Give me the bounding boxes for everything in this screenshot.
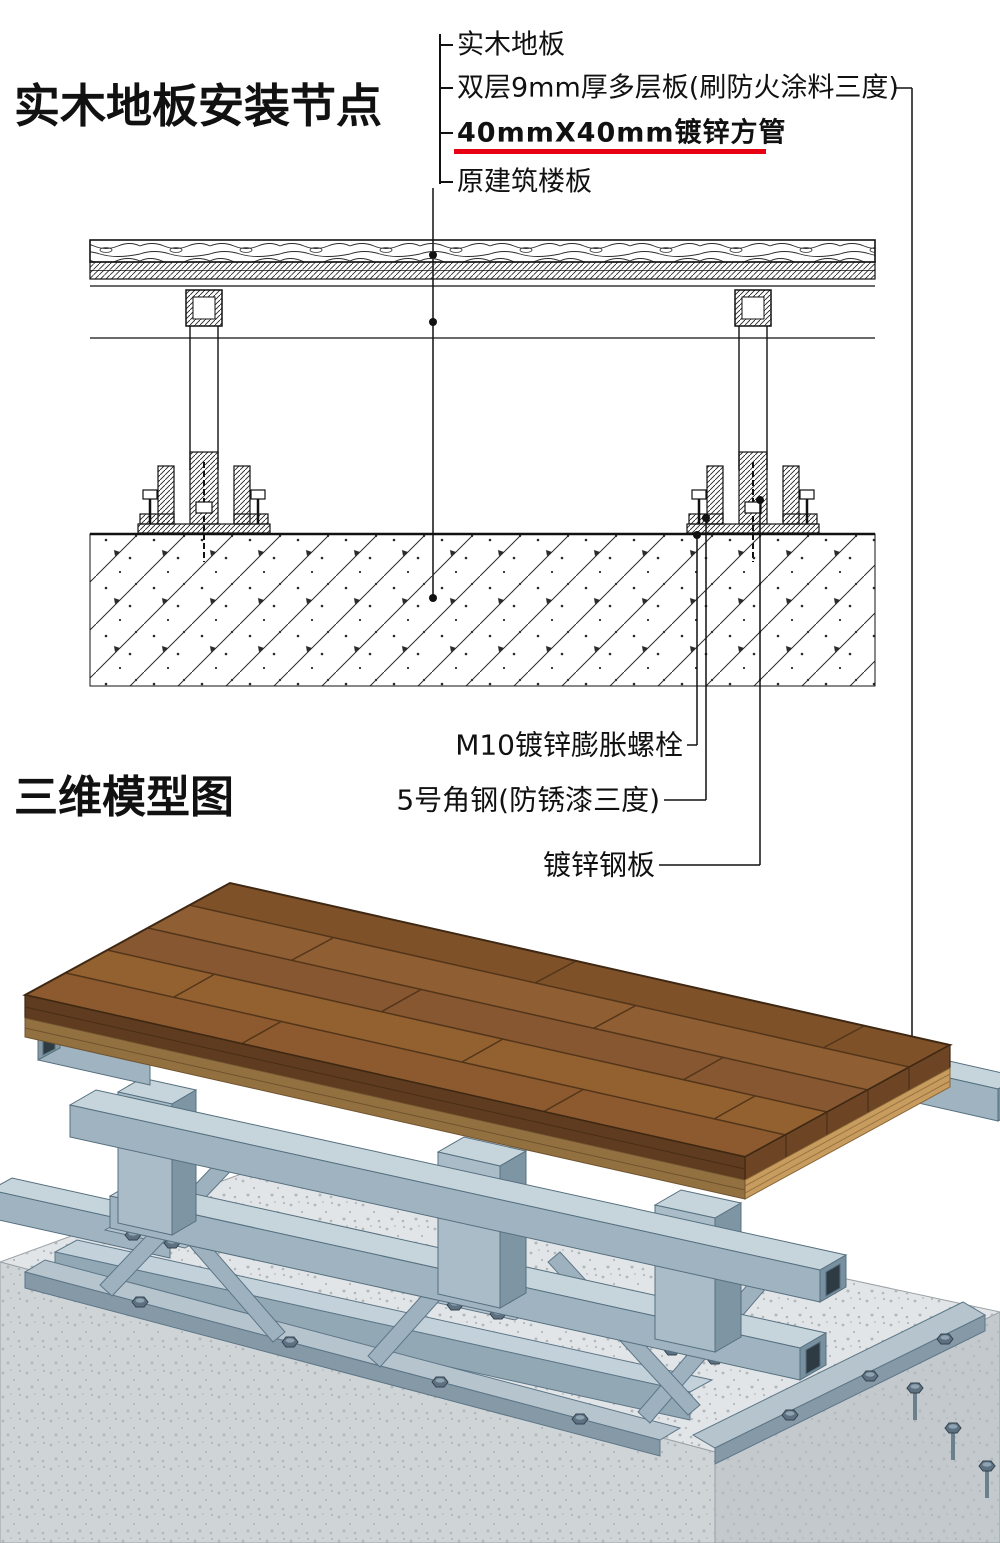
- callout-wood-floor: 实木地板: [457, 30, 565, 61]
- anchor-assembly-right: [686, 451, 820, 562]
- callout-angle-steel: 5号角钢(防锈漆三度): [396, 784, 660, 817]
- callout-original-slab: 原建筑楼板: [457, 167, 592, 198]
- rail-high: [68, 1089, 848, 1303]
- edge-angle-strip-right: [691, 1301, 987, 1465]
- top-callouts: [439, 34, 453, 184]
- square-tube-right: [734, 289, 772, 470]
- leader-dot-m10: [693, 531, 701, 539]
- bottom-callout-leaders: [659, 500, 761, 866]
- callout-galvanized-plate: 镀锌钢板: [543, 849, 655, 882]
- wood-deck: [22, 881, 953, 1200]
- square-tube-left: [185, 289, 223, 470]
- callout-m10-bolt: M10镀锌膨胀螺栓: [455, 729, 683, 762]
- callout-plywood: 双层9mm厚多层板(刷防火涂料三度): [457, 73, 899, 104]
- leader-plywood-3d: [895, 87, 917, 1097]
- concrete-slab-section: [89, 533, 876, 687]
- leader-dot-plate: [756, 496, 764, 504]
- model-view-title: 三维模型图: [14, 772, 234, 823]
- leader-dot-angle: [702, 514, 710, 522]
- cross-section: [89, 239, 876, 687]
- anchor-assembly-left: [137, 451, 271, 562]
- page-title: 实木地板安装节点: [14, 79, 382, 133]
- wood-floor-layer: [89, 239, 876, 263]
- square-tube-underline: [454, 149, 766, 154]
- model-3d: [0, 881, 1000, 1543]
- callout-square-tube: 40mmX40mm镀锌方管: [457, 117, 787, 149]
- edge-angle-strip-front: [23, 1259, 682, 1457]
